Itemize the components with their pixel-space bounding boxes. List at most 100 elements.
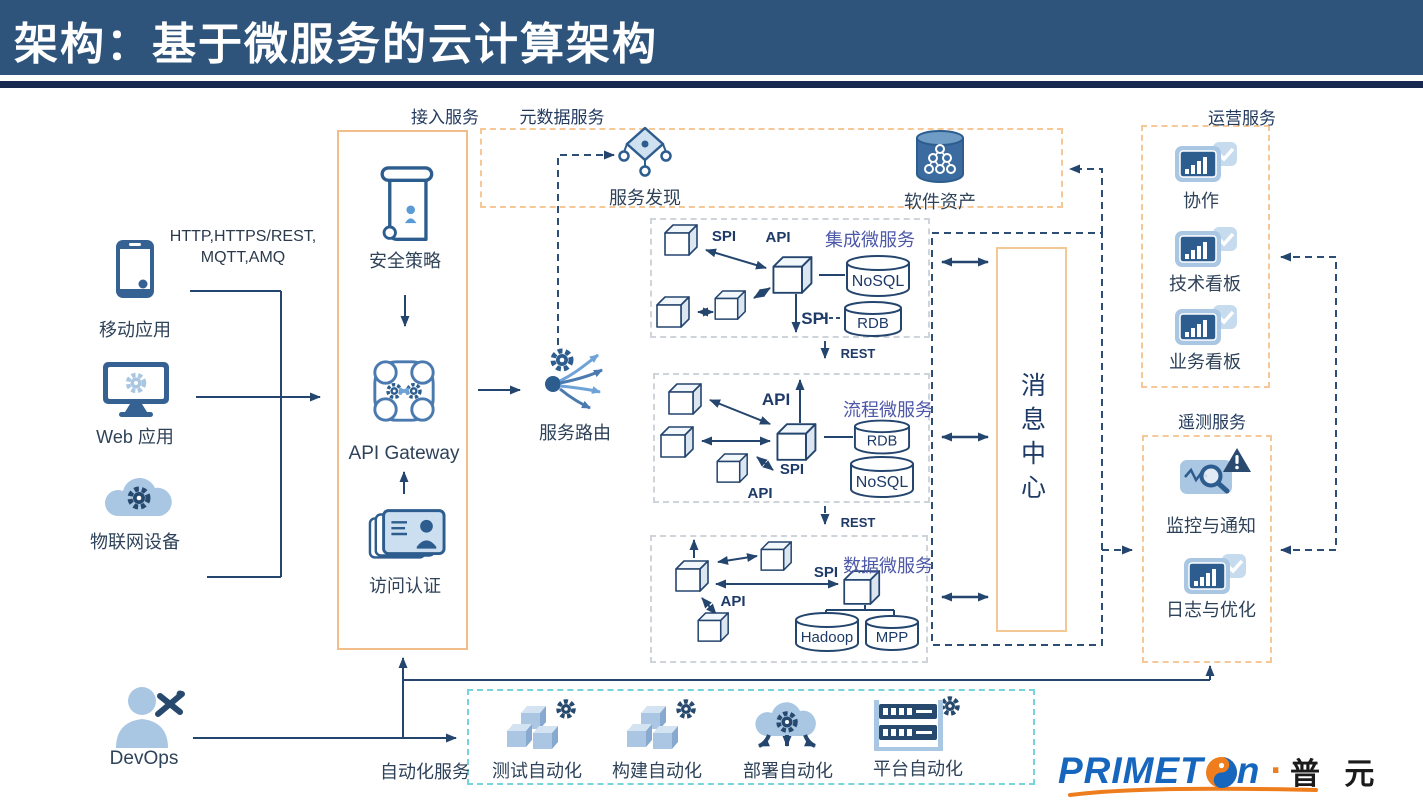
title-bar: [0, 0, 1423, 75]
microservice-cube: [697, 612, 729, 642]
monitoring-notify-label: 监控与通知: [1166, 516, 1256, 536]
tech-dashboard-label: 技术看板: [1169, 274, 1241, 294]
service-routing-label: 服务路由: [539, 423, 611, 443]
microservice-cube: [668, 383, 702, 415]
mobile-phone-icon: [116, 240, 154, 298]
api-gateway-icon: [373, 360, 435, 422]
svg-text:NoSQL: NoSQL: [856, 474, 909, 491]
data-api-label: API: [720, 593, 746, 610]
hadoop-db: Hadoop: [795, 612, 859, 652]
web-monitor-icon: [103, 362, 169, 417]
software-assets-label: 软件资产: [904, 192, 976, 212]
integration-microservices-title: 集成微服务: [825, 230, 915, 250]
logo-brand-suffix: n: [1236, 750, 1261, 791]
business-dashboard-label: 业务看板: [1169, 352, 1241, 372]
svg-text:NoSQL: NoSQL: [852, 273, 905, 290]
microservice-cube: [660, 426, 694, 458]
collaboration-label: 协作: [1183, 191, 1219, 211]
access-auth-label: 访问认证: [369, 576, 441, 596]
microservice-cube: [675, 560, 709, 592]
svg-text:Hadoop: Hadoop: [801, 629, 854, 646]
rdb-db: RDB: [844, 301, 902, 337]
protocols-label-line2: MQTT,AMQ: [200, 249, 286, 266]
access-auth-idcards-icon: [368, 509, 446, 559]
logs-optimization-label: 日志与优化: [1166, 600, 1256, 620]
monitoring-alert-icon: [1180, 448, 1251, 494]
page-title: 架构：基于微服务的云计算架构: [14, 20, 658, 69]
microservice-cube: [714, 290, 746, 320]
mobile-app-label: 移动应用: [99, 320, 171, 340]
logs-dashboard-icon: [1184, 554, 1246, 594]
api-gateway-label: API Gateway: [348, 443, 460, 464]
security-policy-label: 安全策略: [369, 251, 441, 271]
process-rest-label: REST: [840, 515, 876, 530]
logo-swoosh: [1068, 786, 1318, 797]
integration-api-label: API: [765, 229, 791, 246]
microservice-cube: [760, 541, 792, 571]
microservice-cube: [843, 570, 881, 605]
microservice-cube: [664, 224, 698, 256]
devops-label: DevOps: [109, 748, 179, 769]
integration-rest-label: REST: [840, 346, 876, 361]
microservice-cube: [772, 256, 813, 294]
security-policy-scroll-icon: [380, 166, 434, 241]
iot-devices-label: 物联网设备: [90, 532, 180, 552]
process-api-bottom-label: API: [747, 485, 773, 502]
svg-text:RDB: RDB: [857, 315, 889, 332]
operations-services-box: [1141, 125, 1270, 388]
mpp-db: MPP: [865, 615, 919, 651]
rdb-db: RDB: [853, 419, 911, 455]
iot-cloud-icon: [105, 478, 172, 516]
access-services-box: [337, 130, 468, 650]
microservice-cube: [656, 296, 690, 328]
service-routing-icon: [545, 348, 603, 410]
data-spi-label: SPI: [813, 564, 839, 581]
web-app-label: Web 应用: [96, 427, 174, 447]
software-assets-db-icon: [916, 130, 964, 183]
process-api-top-label: API: [761, 390, 791, 409]
data-microservices-box: [650, 535, 928, 663]
automation-services-title: 自动化服务: [380, 762, 470, 782]
build-automation-icon: [627, 699, 696, 749]
automation-services-box: [467, 689, 1035, 785]
message-center-box: 消息中心: [996, 247, 1067, 632]
message-center-label: 消息中心: [1017, 371, 1046, 508]
process-microservices-title: 流程微服务: [843, 400, 933, 420]
logo-brand-prefix: PRIMET: [1058, 750, 1204, 791]
metadata-services-box: [480, 128, 1063, 208]
integration-spi-bottom-label: SPI: [801, 309, 829, 328]
tech-dashboard-icon: [1175, 227, 1237, 267]
microservice-cube: [716, 453, 748, 483]
test-automation-icon: [507, 699, 576, 749]
nosql-db: NoSQL: [850, 456, 914, 498]
microservice-cube: [776, 423, 817, 461]
business-dashboard-icon: [1175, 305, 1237, 345]
integration-spi-top-label: SPI: [711, 228, 737, 245]
deploy-automation-label: 部署自动化: [743, 761, 833, 781]
integration-microservices-box: [650, 218, 930, 338]
deploy-automation-icon: [755, 702, 816, 748]
logo-separator-dot: ·: [1270, 749, 1284, 792]
service-discovery-label: 服务发现: [609, 188, 681, 208]
collaboration-dashboard-icon: [1175, 142, 1237, 182]
access-services-title: 接入服务: [411, 108, 479, 127]
platform-automation-label: 平台自动化: [873, 759, 963, 779]
title-underline: [0, 81, 1423, 88]
logo-cn-name: 普 元: [1290, 758, 1383, 791]
service-discovery-icon: [618, 126, 672, 177]
logo-o-mark-icon: [1205, 756, 1237, 788]
test-automation-label: 测试自动化: [492, 761, 582, 781]
data-microservices-title: 数据微服务: [843, 556, 933, 576]
platform-automation-icon: [874, 696, 960, 751]
protocols-label-line1: HTTP,HTTPS/REST,: [169, 228, 317, 245]
process-spi-label: SPI: [779, 461, 805, 478]
svg-text:MPP: MPP: [876, 629, 909, 646]
svg-text:RDB: RDB: [867, 434, 898, 450]
devops-person-icon: [116, 687, 185, 748]
primeton-logo: PRIMET n · 普 元: [1058, 746, 1420, 796]
metadata-services-title: 元数据服务: [519, 108, 605, 127]
nosql-db: NoSQL: [846, 255, 910, 297]
telemetry-services-title: 遥测服务: [1178, 413, 1246, 432]
build-automation-label: 构建自动化: [612, 761, 702, 781]
process-microservices-box: [653, 373, 930, 503]
